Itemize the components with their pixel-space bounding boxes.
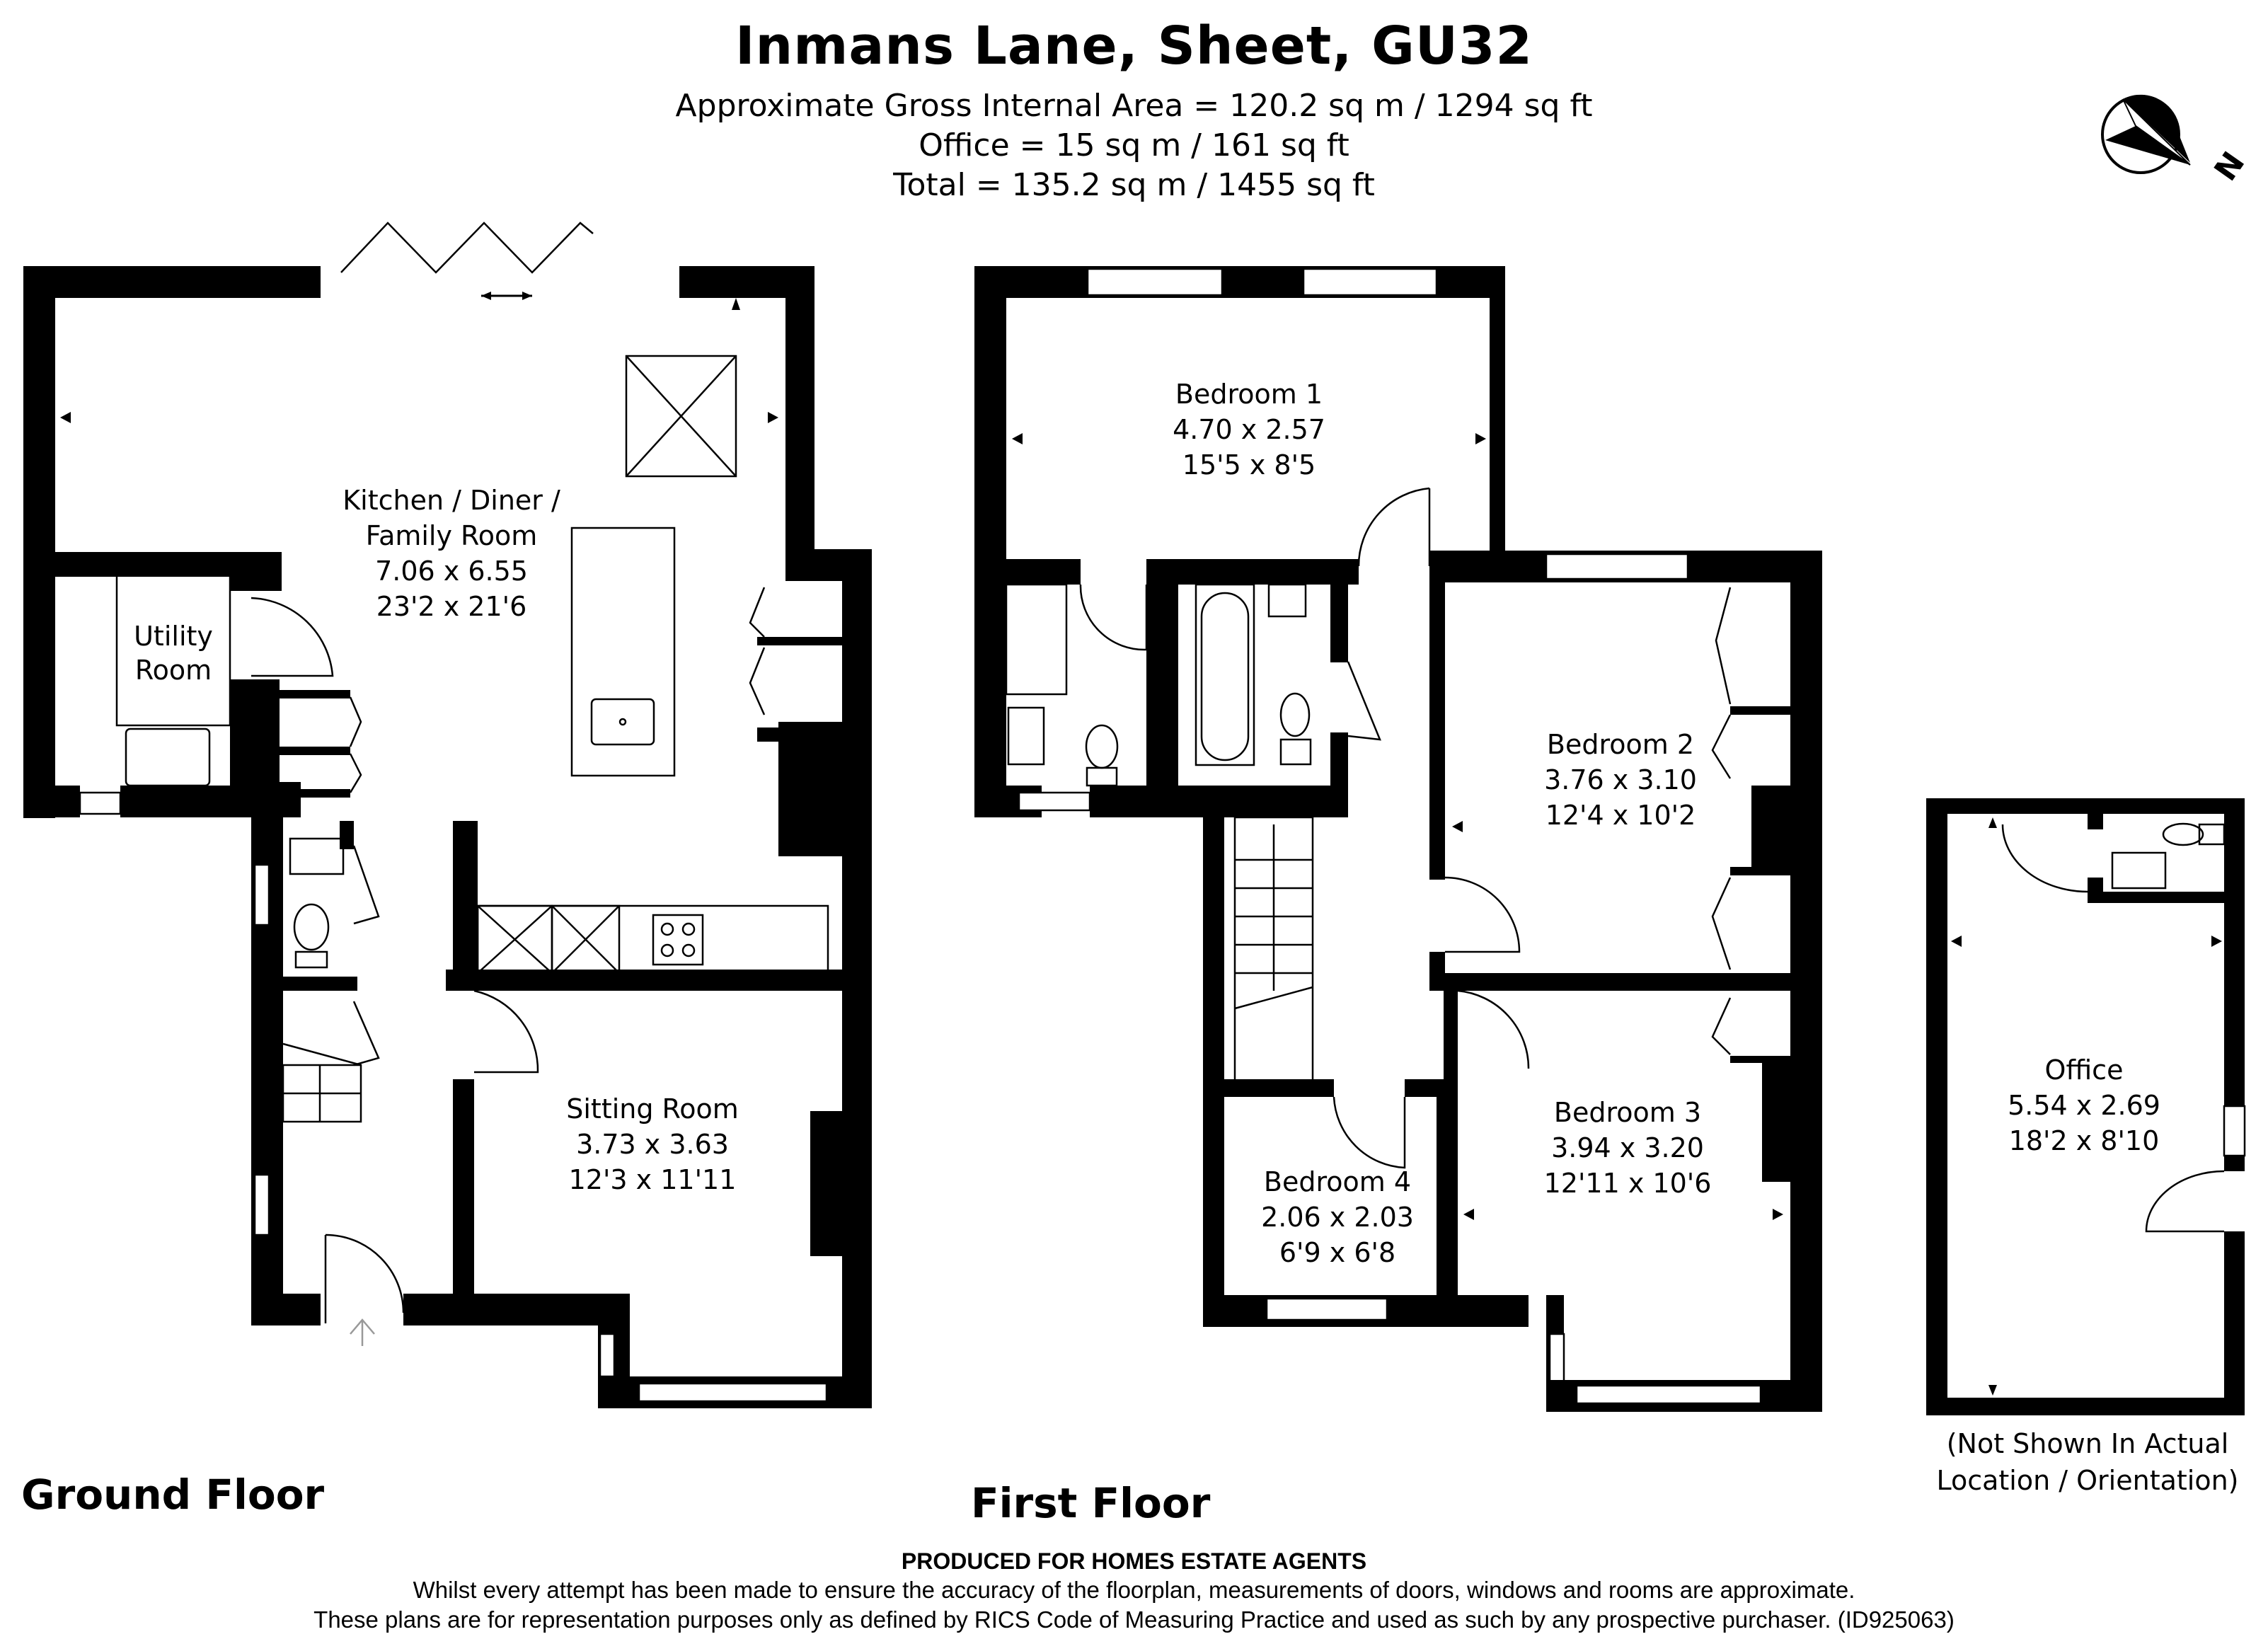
office-area: Office = 15 sq m / 161 sq ft xyxy=(919,127,1349,163)
room-name-bedroom2: Bedroom 2 xyxy=(1547,729,1694,760)
room-dims-bedroom4-metric: 2.06 x 2.03 xyxy=(1261,1202,1414,1233)
produced-for-label: PRODUCED FOR HOMES ESTATE AGENTS xyxy=(901,1548,1367,1574)
room-name-utility: Utility xyxy=(134,621,213,652)
room-name-kitchen-2: Family Room xyxy=(366,520,538,551)
disclaimer-line-2: These plans are for representation purpo… xyxy=(313,1606,1955,1633)
office-plan xyxy=(1926,798,2246,1415)
room-name-kitchen: Kitchen / Diner / xyxy=(342,485,560,516)
room-dims-kitchen-metric: 7.06 x 6.55 xyxy=(375,556,528,587)
room-dims-bedroom2-imperial: 12'4 x 10'2 xyxy=(1545,800,1696,831)
room-name-bedroom4: Bedroom 4 xyxy=(1264,1166,1411,1197)
room-dims-bedroom2-metric: 3.76 x 3.10 xyxy=(1544,764,1697,795)
disclaimer-line-1: Whilst every attempt has been made to en… xyxy=(413,1577,1855,1603)
first-floor-plan xyxy=(974,266,1822,1412)
room-dims-kitchen-imperial: 23'2 x 21'6 xyxy=(376,591,527,622)
ground-floor-plan xyxy=(23,222,872,1408)
room-name-bedroom1: Bedroom 1 xyxy=(1175,379,1323,410)
room-dims-bedroom1-imperial: 15'5 x 8'5 xyxy=(1182,449,1316,481)
first-floor-label: First Floor xyxy=(971,1479,1211,1527)
room-dims-bedroom3-imperial: 12'11 x 10'6 xyxy=(1544,1168,1712,1199)
property-title: Inmans Lane, Sheet, GU32 xyxy=(735,16,1533,76)
room-dims-bedroom3-metric: 3.94 x 3.20 xyxy=(1551,1132,1704,1163)
gross-internal-area: Approximate Gross Internal Area = 120.2 … xyxy=(675,88,1593,124)
total-area: Total = 135.2 sq m / 1455 sq ft xyxy=(893,167,1375,203)
room-dims-bedroom4-imperial: 6'9 x 6'8 xyxy=(1279,1237,1395,1268)
svg-text:N: N xyxy=(2208,145,2252,187)
office-note-line1: (Not Shown In Actual xyxy=(1946,1428,2229,1459)
ground-floor-label: Ground Floor xyxy=(21,1471,325,1519)
room-name-sitting: Sitting Room xyxy=(566,1093,739,1125)
room-name-bedroom3: Bedroom 3 xyxy=(1554,1097,1701,1128)
office-location-note: (Not Shown In Actual Location / Orientat… xyxy=(1904,1425,2268,1499)
north-arrow-compass-icon: N xyxy=(2101,94,2252,188)
room-dims-sitting-metric: 3.73 x 3.63 xyxy=(576,1129,729,1160)
room-dims-office-imperial: 18'2 x 8'10 xyxy=(2009,1125,2160,1156)
room-dims-bedroom1-metric: 4.70 x 2.57 xyxy=(1173,414,1325,445)
office-note-line2: Location / Orientation) xyxy=(1936,1465,2239,1496)
room-dims-office-metric: 5.54 x 2.69 xyxy=(2008,1090,2160,1121)
room-name-office: Office xyxy=(2045,1054,2124,1086)
room-dims-sitting-imperial: 12'3 x 11'11 xyxy=(569,1164,737,1195)
room-name-utility-2: Room xyxy=(135,655,212,686)
